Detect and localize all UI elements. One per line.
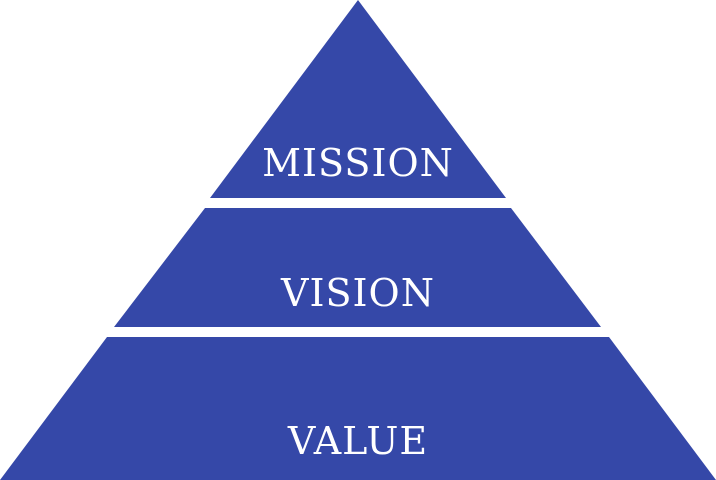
tier-value: VALUE [0,337,716,480]
tier-value-shape [0,337,716,480]
tier-mission: MISSION [210,0,506,198]
tier-value-label: VALUE [287,419,428,463]
tier-mission-label: MISSION [262,141,454,185]
tier-vision-label: VISION [280,271,435,315]
tier-vision-shape [114,208,601,327]
tier-mission-shape [210,0,506,198]
tier-vision: VISION [114,208,601,327]
